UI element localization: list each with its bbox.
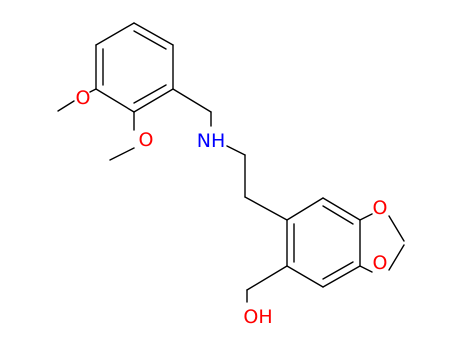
hydroxyl-label: OH xyxy=(243,306,272,328)
hydroxymethyl-bonds xyxy=(246,265,288,303)
methoxy-oxygen-label-lower: O xyxy=(139,129,154,151)
benzodioxole-ring xyxy=(286,197,405,288)
methoxy-oxygen-label-upper: O xyxy=(76,87,91,109)
amine-chain-bonds xyxy=(172,88,288,221)
dimethoxyphenyl-ring xyxy=(95,22,174,113)
amine-label: NH xyxy=(197,130,226,152)
dioxole-oxygen-label-lower: O xyxy=(373,252,388,274)
methoxy-bonds xyxy=(57,88,135,161)
dioxole-oxygen-label-upper: O xyxy=(373,197,388,219)
